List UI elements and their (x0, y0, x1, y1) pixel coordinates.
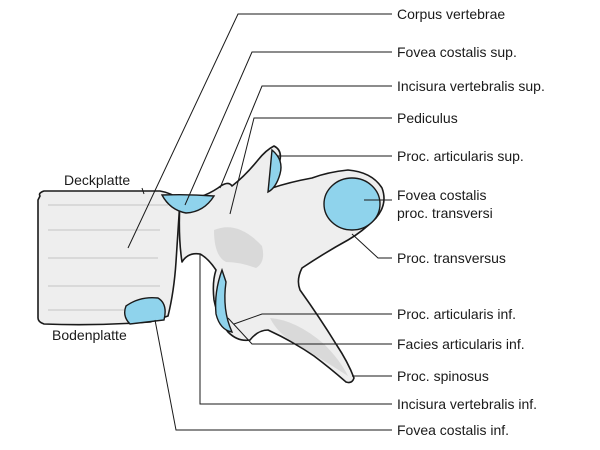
label-bodenplatte: Bodenplatte (52, 327, 127, 343)
leader-proc-transversus (351, 233, 392, 259)
label-proc-transversus: Proc. transversus (397, 250, 506, 266)
label-corpus-vertebrae: Corpus vertebrae (397, 6, 505, 22)
leader-facies-articularis-inf (227, 317, 392, 345)
label-incisura-vertebralis-sup: Incisura vertebralis sup. (397, 78, 545, 94)
leader-deckplatte (141, 187, 145, 195)
vertebra-illustration (37, 145, 385, 384)
leader-incisura-vertebralis-sup (219, 85, 392, 189)
label-proc-spinosus: Proc. spinosus (397, 368, 489, 384)
label-fovea-costalis-sup: Fovea costalis sup. (397, 44, 517, 60)
spinous-shading (270, 318, 348, 376)
label-proc-articularis-inf: Proc. articularis inf. (397, 306, 516, 322)
leader-incisura-vertebralis-inf (199, 254, 392, 405)
facies-articularis-inf-facet (214, 267, 234, 333)
fovea-costalis-transversi-facet (323, 177, 381, 231)
leader-fovea-costalis-sup (184, 51, 392, 206)
label-group: Corpus vertebrae Fovea costalis sup. Inc… (52, 6, 545, 438)
label-fovea-costalis-transversi-line2: proc. transversi (397, 205, 493, 221)
label-deckplatte: Deckplatte (64, 172, 130, 188)
label-proc-articularis-sup: Proc. articularis sup. (397, 148, 524, 164)
label-pediculus: Pediculus (397, 110, 458, 126)
label-fovea-costalis-inf: Fovea costalis inf. (397, 422, 509, 438)
fovea-costalis-inf-facet (123, 296, 166, 325)
leader-proc-articularis-inf (233, 313, 392, 325)
leader-lines (127, 13, 392, 431)
label-fovea-costalis-transversi-line1: Fovea costalis (397, 187, 486, 203)
pedicle-shading (214, 227, 264, 268)
leader-pediculus (229, 117, 392, 215)
leader-fovea-costalis-inf (154, 319, 392, 431)
fovea-costalis-sup-facet (160, 193, 216, 214)
label-facies-articularis-inf: Facies articularis inf. (397, 336, 525, 352)
proc-articularis-sup-facet (267, 148, 282, 194)
label-incisura-vertebralis-inf: Incisura vertebralis inf. (397, 396, 537, 412)
leader-corpus-vertebrae (127, 13, 392, 249)
